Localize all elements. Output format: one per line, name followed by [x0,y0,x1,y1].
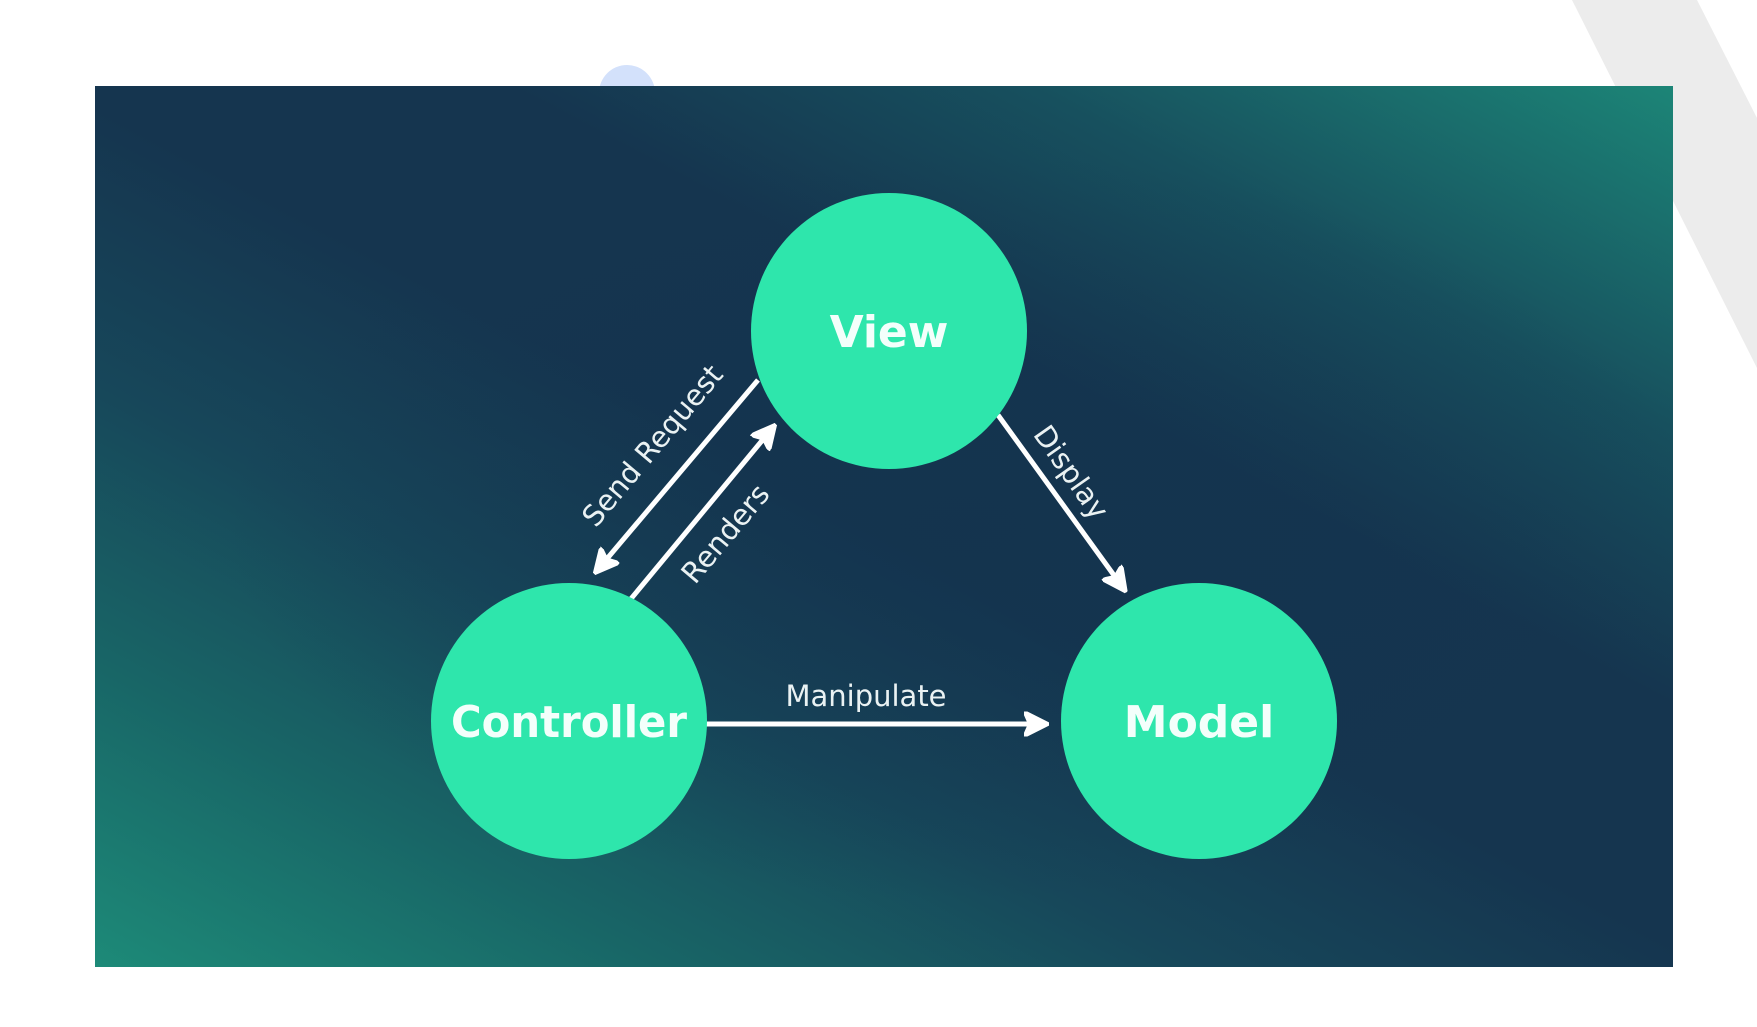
model-circle [1061,583,1337,859]
controller-circle [431,583,707,859]
edge-manipulate: Manipulate [704,679,1040,724]
view-circle [751,193,1027,469]
node-model: Model [1061,583,1337,859]
renders-arrow [628,431,770,602]
edge-display: Display [995,413,1121,585]
renders-label: Renders [674,477,776,590]
node-view: View [751,193,1027,469]
manipulate-label: Manipulate [785,679,946,713]
controller-label: Controller [451,697,687,748]
view-label: View [830,307,949,358]
send-request-arrow [600,378,760,567]
node-controller: Controller [431,583,707,859]
model-label: Model [1124,697,1274,748]
display-arrow [995,413,1121,585]
